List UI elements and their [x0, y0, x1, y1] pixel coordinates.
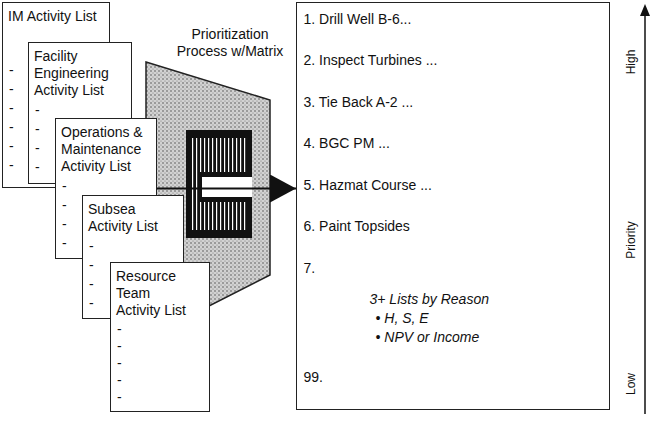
list-dash: - [61, 177, 151, 196]
list-dash: - [116, 321, 204, 338]
list-heading: Facility Engineering Activity List [34, 48, 122, 99]
list-dash: - [116, 389, 204, 406]
priority-item: 6. Paint Topsides [304, 217, 610, 235]
priority-item: 4. BGC PM ... [304, 134, 610, 152]
matrix-illustration [186, 130, 252, 238]
list-heading: IM Activity List [8, 8, 103, 25]
flow-arrow [157, 188, 296, 190]
list-heading: Operations & Maintenance Activity List [61, 124, 149, 175]
axis-line [644, 14, 646, 414]
priority-item: 7. [304, 259, 610, 277]
priority-item: 99. [304, 368, 610, 386]
list-heading: Resource Team Activity List [116, 268, 194, 319]
axis-arrowhead [640, 4, 650, 16]
list-heading: Subsea Activity List [88, 201, 176, 235]
axis-label-holder: Priority [624, 221, 638, 258]
list-dash: - [116, 372, 204, 389]
priority-item: • H, S, E [376, 309, 610, 327]
list-dash: - [116, 355, 204, 372]
priority-item: 3. Tie Back A-2 ... [304, 93, 610, 111]
priority-list-box: 1. Drill Well B-6... 2. Inspect Turbines … [296, 2, 610, 410]
activity-list-box: Resource Team Activity List----- [110, 262, 210, 412]
priority-item: 1. Drill Well B-6... [304, 10, 610, 28]
priority-item: 3+ Lists by Reason [370, 290, 610, 308]
axis-label-holder: Low [624, 373, 638, 395]
axis-label: Low [624, 373, 638, 395]
funnel-heading: Prioritization Process w/Matrix [170, 26, 290, 60]
axis-label: Priority [624, 221, 638, 258]
list-dash: - [116, 338, 204, 355]
priority-item: 2. Inspect Turbines ... [304, 51, 610, 69]
axis-label-holder: High [624, 50, 638, 75]
axis-label: High [624, 50, 638, 75]
priority-item: 5. Hazmat Course ... [304, 176, 610, 194]
priority-item: • NPV or Income [376, 328, 610, 346]
list-dash: - [88, 237, 178, 256]
funnel-outline [146, 62, 270, 338]
